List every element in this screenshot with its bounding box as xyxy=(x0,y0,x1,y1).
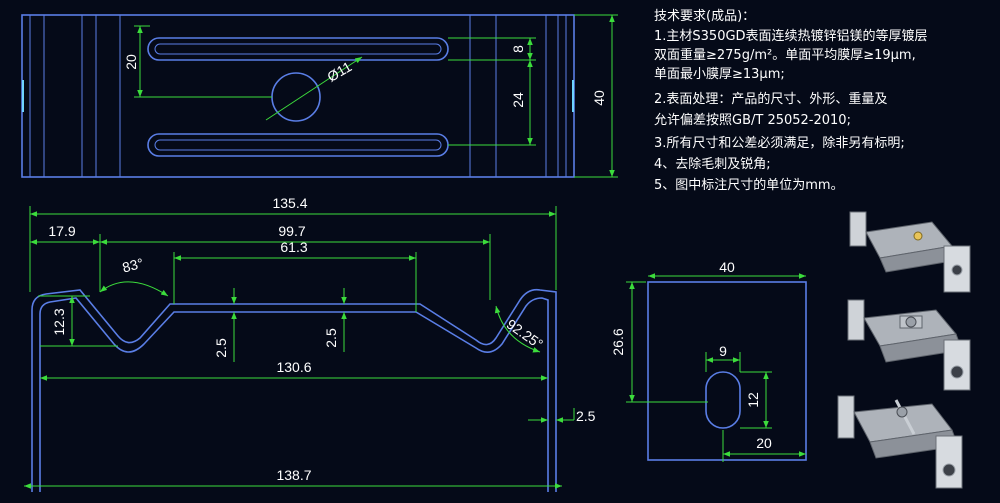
dim-138-7-label: 138.7 xyxy=(276,467,311,483)
top-view-plate-outline xyxy=(21,14,575,178)
dim-40-label: 40 xyxy=(591,90,607,106)
notes-line-3: 单面最小膜厚≥13μm; xyxy=(654,67,785,82)
dim-99-7-label: 99.7 xyxy=(278,223,305,239)
top-slot xyxy=(147,37,449,61)
center-hole xyxy=(271,72,321,122)
side-dim-12-label: 12 xyxy=(745,392,761,408)
iso-bracket-3 xyxy=(837,395,963,489)
dim-2-5-mid-label: 2.5 xyxy=(323,328,339,348)
notes-line-6: 3.所有尺寸和公差必须满足，除非另有标明; xyxy=(654,136,905,151)
notes-line-5: 允许偏差按照GB/T 25052-2010; xyxy=(654,112,851,128)
dim-thickness-label: 2.5 xyxy=(576,408,596,424)
side-view: 40 26.6 9 12 20 xyxy=(610,259,807,462)
side-slot xyxy=(705,371,741,429)
dim-17-9-label: 17.9 xyxy=(48,223,75,239)
dim-24-label: 24 xyxy=(510,92,526,108)
dim-12-3-label: 12.3 xyxy=(51,308,67,335)
dim-20-label: 20 xyxy=(123,54,139,70)
notes-line-4: 2.表面处理：产品的尺寸、外形、重量及 xyxy=(654,91,887,107)
bottom-slot xyxy=(147,133,449,157)
dim-2-5-left-label: 2.5 xyxy=(213,338,229,358)
side-plate-outline xyxy=(647,281,807,461)
notes-line-1: 1.主材S350GD表面连续热镀锌铝镁的等厚镀层 xyxy=(654,28,928,44)
profile-outer xyxy=(31,288,557,492)
notes-line-2: 双面重量≥275g/m²。单面平均膜厚≥19μm, xyxy=(654,47,916,63)
notes-line-7: 4、去除毛刺及锐角; xyxy=(654,157,771,172)
dim-130-6-label: 130.6 xyxy=(276,359,311,375)
iso-bracket-1 xyxy=(849,211,971,293)
front-view: 135.4 17.9 99.7 61.3 83° 12.3 2.5 2.5 92… xyxy=(24,195,596,492)
iso-views xyxy=(837,211,971,489)
side-dim-26-6-label: 26.6 xyxy=(610,328,626,355)
profile-inner xyxy=(39,297,549,492)
side-dim-20-label: 20 xyxy=(756,435,772,451)
notes-title: 技术要求(成品)： xyxy=(654,9,755,24)
dim-8-label: 8 xyxy=(510,45,526,53)
dim-61-3-label: 61.3 xyxy=(280,239,307,255)
notes-line-8: 5、图中标注尺寸的单位为mm。 xyxy=(654,177,844,193)
top-view: Ø11 20 8 24 40 xyxy=(21,14,618,178)
technical-requirements: 技术要求(成品)： 1.主材S350GD表面连续热镀锌铝镁的等厚镀层 双面重量≥… xyxy=(654,9,928,193)
dim-135-4-label: 135.4 xyxy=(272,195,307,211)
hole-diameter-label: Ø11 xyxy=(324,58,354,85)
side-dim-40-label: 40 xyxy=(719,259,735,275)
side-dim-9-label: 9 xyxy=(719,343,727,359)
iso-bracket-2 xyxy=(847,299,971,391)
angle-83-label: 83° xyxy=(121,255,145,276)
